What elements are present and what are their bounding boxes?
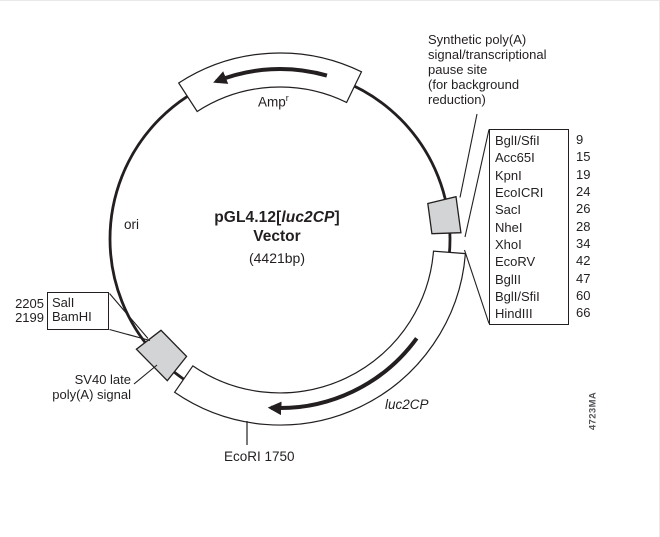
mcs-enzyme: Acc65I	[495, 150, 535, 166]
mcs-position: 47	[576, 270, 591, 286]
mcs-enzyme: EcoICRI	[495, 185, 544, 201]
vector-name: pGL4.12[luc2CP]	[214, 209, 340, 226]
mcs-enzyme: XhoI	[495, 237, 522, 253]
sali-bamhi-positions: 2205 2199	[15, 296, 44, 325]
mcs-position: 15	[576, 149, 591, 165]
mcs-enzyme: EcoRV	[495, 254, 536, 270]
mcs-position: 28	[576, 218, 591, 234]
sv40-polya-site-box	[135, 329, 188, 382]
vector-size: (4421bp)	[248, 250, 306, 266]
synthetic-pointer-line	[459, 113, 478, 198]
amp-gene-label: Ampr	[258, 93, 289, 110]
ecori-site-label: EcoRI 1750	[224, 449, 295, 464]
mcs-enzyme: SacI	[495, 202, 522, 218]
vector-word: Vector	[253, 228, 301, 245]
figure-id-label: 4723MA	[587, 391, 599, 431]
mcs-enzyme: NheI	[495, 219, 523, 235]
mcs-position: 60	[576, 288, 591, 304]
ori-label: ori	[124, 217, 140, 232]
luc2cp-gene-band	[173, 250, 467, 426]
mcs-position: 26	[576, 201, 591, 217]
sali-bamhi-callout	[109, 293, 151, 342]
amp-gene-band	[177, 52, 363, 113]
luc2cp-gene-label: luc2CP	[385, 397, 429, 412]
synthetic-polya-label: Synthetic poly(A) signal/transcriptional…	[428, 32, 547, 107]
mcs-enzyme: BglI/SfiI	[495, 289, 540, 305]
mcs-callout-lines	[463, 129, 490, 324]
amp-direction-arrow	[213, 67, 328, 84]
mcs-enzyme-table: BglI/SfiI Acc65I KpnI EcoICRI SacI NheI …	[489, 129, 569, 325]
mcs-enzyme: BglII	[495, 271, 522, 287]
luc2cp-direction-arrow	[267, 337, 419, 416]
mcs-position: 19	[576, 166, 591, 182]
synthetic-polya-site-box	[427, 195, 462, 235]
mcs-enzyme: BglI/SfiI	[495, 133, 540, 148]
mcs-enzyme: KpnI	[495, 167, 522, 183]
sv40-pointer-line	[133, 364, 158, 385]
mcs-position: 24	[576, 184, 591, 200]
mcs-enzyme: HindIII	[495, 306, 533, 322]
sv40-polya-label: SV40 late poly(A) signal	[52, 372, 131, 402]
sali-bamhi-box: SalI BamHI	[47, 292, 109, 330]
mcs-position: 66	[576, 305, 591, 321]
vector-title-block: pGL4.12[luc2CP] Vector (4421bp)	[177, 209, 377, 266]
mcs-position-column: 9 15 19 24 26 28 34 42 47 60 66	[576, 131, 606, 322]
mcs-position: 42	[576, 253, 591, 269]
mcs-position: 34	[576, 236, 591, 252]
mcs-position: 9	[576, 132, 584, 147]
